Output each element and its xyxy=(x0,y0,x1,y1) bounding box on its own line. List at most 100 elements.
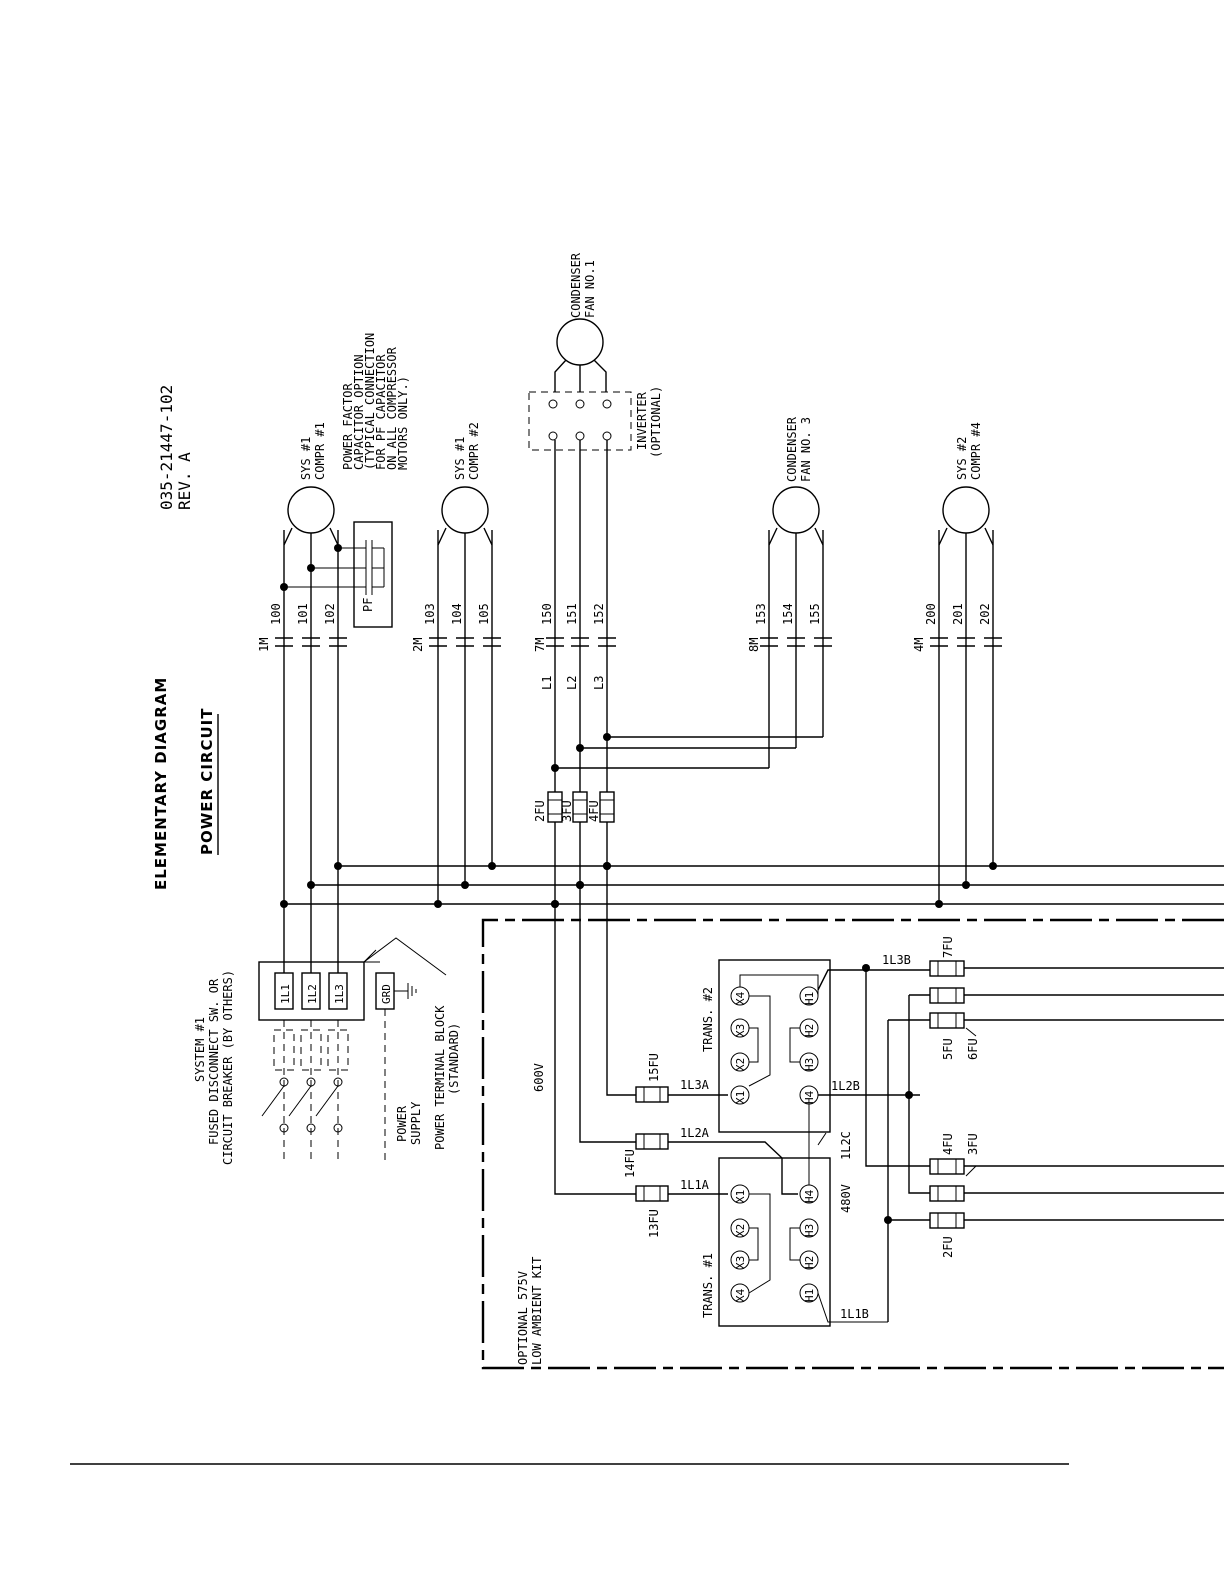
pf-note: MOTORS ONLY.) xyxy=(396,376,410,470)
contactor-1m xyxy=(275,637,347,647)
wire-label: 102 xyxy=(323,603,337,625)
terminal-x1: X1 xyxy=(734,1091,747,1104)
line-label: L3 xyxy=(592,676,606,690)
wire-label: 155 xyxy=(808,603,822,625)
low-ambient-kit-border xyxy=(481,918,1224,1370)
motor-label: CONDENSER xyxy=(785,416,799,482)
motor-label: COMPR #2 xyxy=(467,422,481,480)
motor-sys1-compr1 xyxy=(283,486,339,904)
terminal-h3: H3 xyxy=(803,1058,816,1071)
pf-note: ON ALL COMPRESSOR xyxy=(385,346,399,470)
terminal-x2: X2 xyxy=(734,1224,747,1237)
diagram-subtitle: POWER CIRCUIT xyxy=(198,708,216,855)
motor-label: COMPR #1 xyxy=(313,422,327,480)
terminal-h2: H2 xyxy=(803,1256,816,1269)
terminal-x2: X2 xyxy=(734,1058,747,1071)
low-ambient-note: LOW AMBIENT KIT xyxy=(530,1257,544,1365)
contactor-label: 4M xyxy=(912,638,926,652)
fuse-label: 7FU xyxy=(941,936,955,958)
diagram-title: ELEMENTARY DIAGRAM xyxy=(152,677,170,890)
motor-label: FAN NO.1 xyxy=(583,260,597,318)
pf-note: (TYPICAL CONNECTION xyxy=(363,333,377,470)
fuse-label: 3FU xyxy=(560,800,574,822)
low-ambient-note: OPTIONAL 575V xyxy=(516,1271,530,1365)
terminal-h2: H2 xyxy=(803,1024,816,1037)
wire-label: 103 xyxy=(423,603,437,625)
wire-label: 101 xyxy=(296,603,310,625)
fuse-label: 14FU xyxy=(623,1149,637,1178)
wire-label: 100 xyxy=(269,603,283,625)
pf-note: CAPACITOR OPTION xyxy=(352,354,366,470)
wire-label: 153 xyxy=(754,603,768,625)
disconnect-note: FUSED DISCONNECT SW. OR xyxy=(207,978,221,1145)
node-label: 1L2B xyxy=(831,1079,860,1093)
voltage-label: 600V xyxy=(532,1063,546,1092)
power-supply-label: POWER xyxy=(395,1105,409,1142)
motor-label: SYS #1 xyxy=(453,437,467,480)
node-label: 1L2C xyxy=(839,1131,853,1160)
contactor-label: 1M xyxy=(257,638,271,652)
wire-label: 105 xyxy=(477,603,491,625)
document-number: 035-21447-102 xyxy=(157,385,176,510)
terminal-x1: X1 xyxy=(734,1190,747,1203)
fuse-label: 13FU xyxy=(647,1209,661,1238)
wire-label: 200 xyxy=(924,603,938,625)
terminal-label: 1L1 xyxy=(279,984,292,1004)
pf-note: FOR PF CAPACITOR xyxy=(374,354,388,470)
line-label: L1 xyxy=(540,676,554,690)
terminal-label: 1L3 xyxy=(333,984,346,1004)
fuse-label: 15FU xyxy=(647,1053,661,1082)
motor-sys2-compr4 xyxy=(930,486,1002,908)
terminal-label: GRD xyxy=(380,984,393,1004)
wire-label: 152 xyxy=(592,603,606,625)
fuse-label: 4FU xyxy=(941,1133,955,1155)
node-label: 1L3A xyxy=(680,1078,710,1092)
wire-label: 201 xyxy=(951,603,965,625)
terminal-h3: H3 xyxy=(803,1224,816,1237)
terminal-x3: X3 xyxy=(734,1256,747,1269)
fuse-label: 3FU xyxy=(966,1133,980,1155)
pf-capacitor xyxy=(280,521,393,628)
pf-note: POWER FACTOR xyxy=(341,383,355,470)
node-label: 1L2A xyxy=(680,1126,710,1140)
wire-label: 202 xyxy=(978,603,992,625)
motor-label: SYS #1 xyxy=(299,437,313,480)
contactor-label: 2M xyxy=(411,638,425,652)
node-label: 1L3B xyxy=(882,953,911,967)
motor-label: COMPR #4 xyxy=(969,422,983,480)
fuse-label: 5FU xyxy=(941,1038,955,1060)
motor-sys1-compr2 xyxy=(429,486,501,908)
condenser-fan-3 xyxy=(551,486,832,772)
terminal-x4: X4 xyxy=(734,1288,747,1302)
contactor-label: 7M xyxy=(533,638,547,652)
inverter-label: INVERTER xyxy=(635,391,649,450)
fuse-label: 4FU xyxy=(587,800,601,822)
terminal-h1: H1 xyxy=(803,992,816,1005)
kit-input-wiring xyxy=(551,862,798,1202)
main-bus xyxy=(284,865,1224,905)
transformer-1 xyxy=(718,1157,930,1327)
document-revision: REV. A xyxy=(175,452,194,510)
pf-label: PF xyxy=(361,598,375,612)
transformer-label: TRANS. #2 xyxy=(701,987,715,1052)
fuse-label: 2FU xyxy=(533,800,547,822)
terminal-h1: H1 xyxy=(803,1289,816,1302)
disconnect-note: SYSTEM #1 xyxy=(193,1017,207,1082)
motor-label: CONDENSER xyxy=(569,252,583,318)
fuse-label: 6FU xyxy=(966,1038,980,1060)
wire-label: 104 xyxy=(450,603,464,625)
node-label: 1L1B xyxy=(840,1307,869,1321)
fuse-group-2fu-4fu xyxy=(547,791,615,908)
transformer-2 xyxy=(718,959,930,1185)
terminal-h4: H4 xyxy=(803,1090,816,1104)
contactor-label: 8M xyxy=(747,638,761,652)
terminal-x4: X4 xyxy=(734,991,747,1005)
transformer-label: TRANS. #1 xyxy=(701,1253,715,1318)
voltage-label: 480V xyxy=(839,1184,853,1213)
wire-label: 151 xyxy=(565,603,579,625)
wire-label: 150 xyxy=(540,603,554,625)
disconnect-note: CIRCUIT BREAKER (BY OTHERS) xyxy=(221,970,235,1165)
power-supply-label: SUPPLY xyxy=(409,1101,423,1145)
terminal-block-note: (STANDARD) xyxy=(447,1023,461,1095)
